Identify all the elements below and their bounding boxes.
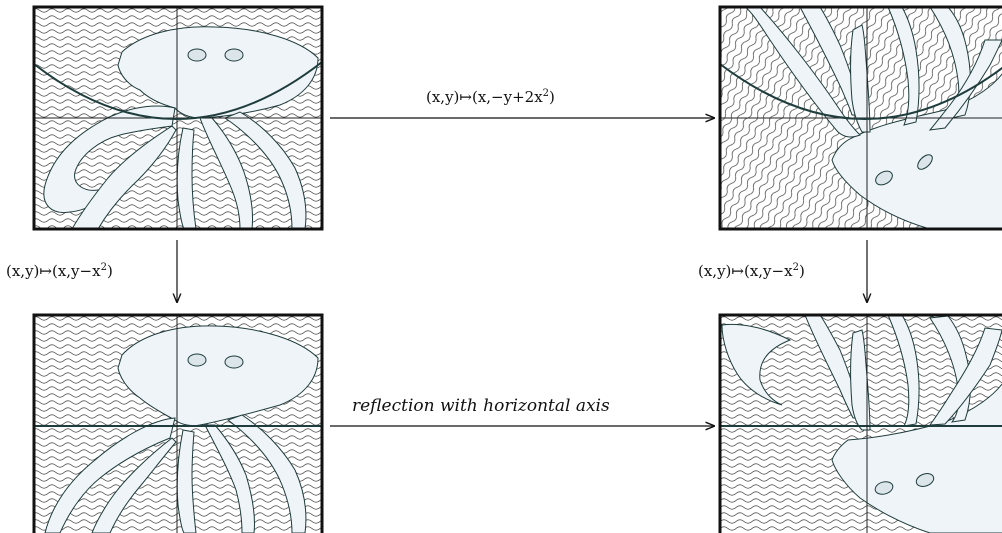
- top-arrow-label: (x,y)↦(x,−y+2x2): [426, 88, 555, 106]
- octopus-straightened: [44, 325, 319, 533]
- top-arrow-label-pre: (x,y)↦(x,−y+2x: [426, 88, 543, 106]
- octopus-reflected: [721, 315, 1002, 533]
- parabola-sheared: [720, 63, 1002, 120]
- panel-sheared: [718, 5, 1002, 231]
- top-arrow-label-exp: 2: [542, 88, 550, 99]
- right-arrow-label-post: ): [798, 262, 805, 280]
- right-arrow-label-pre: (x,y)↦(x,y−x: [698, 262, 793, 280]
- left-arrow-label-exp: 2: [100, 262, 107, 273]
- top-arrow-label-post: ): [549, 88, 555, 106]
- octopus-sheared: [744, 7, 1002, 229]
- octopus-original: [43, 26, 319, 229]
- left-arrow-label-pre: (x,y)↦(x,y−x: [6, 262, 101, 280]
- bottom-arrow-label: reflection with horizontal axis: [352, 396, 610, 416]
- panel-straightened: [32, 313, 324, 533]
- right-arrow-label-exp: 2: [792, 262, 799, 273]
- panel-original: [32, 5, 324, 231]
- left-arrow-label-post: ): [106, 262, 113, 280]
- panel-reflected: [718, 313, 1002, 533]
- right-arrow-label: (x,y)↦(x,y−x2): [698, 262, 805, 280]
- parabola-original: [34, 61, 322, 120]
- left-arrow-label: (x,y)↦(x,y−x2): [6, 262, 113, 280]
